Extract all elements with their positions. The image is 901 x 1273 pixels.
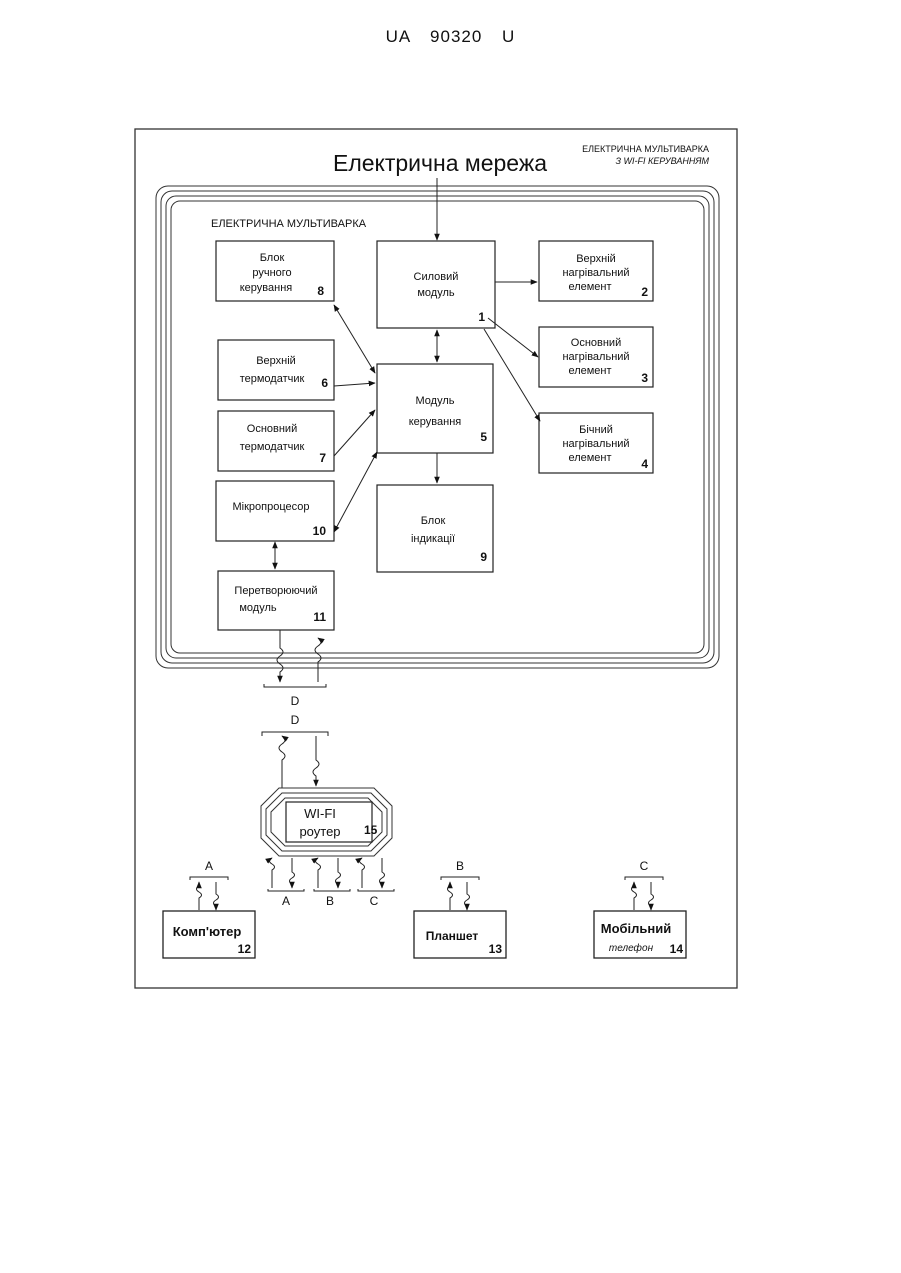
svg-text:елемент: елемент [568, 452, 611, 464]
svg-text:Перетворюючий: Перетворюючий [234, 585, 317, 597]
computer-link-label: A [205, 859, 213, 873]
phone-antenna [625, 877, 663, 910]
link-label-d-bottom: D [291, 713, 300, 727]
svg-text:Мобільний: Мобільний [601, 921, 672, 936]
svg-text:2: 2 [641, 285, 648, 299]
tablet-link-label: B [456, 859, 464, 873]
svg-text:Мікропроцесор: Мікропроцесор [233, 501, 310, 513]
svg-text:Силовий: Силовий [414, 271, 459, 283]
multicooker-label: ЕЛЕКТРИЧНА МУЛЬТИВАРКА [211, 218, 367, 230]
block-converter: Перетворюючий модуль 11 [218, 571, 334, 630]
svg-text:WI-FI: WI-FI [304, 806, 336, 821]
svg-text:модуль: модуль [239, 602, 277, 614]
svg-text:14: 14 [670, 942, 684, 956]
svg-text:4: 4 [641, 457, 648, 471]
svg-text:3: 3 [641, 371, 648, 385]
svg-text:Основний: Основний [571, 337, 621, 349]
link-label-d-top: D [291, 694, 300, 708]
block-main-sensor: Основний термодатчик 7 [218, 411, 334, 471]
svg-text:телефон: телефон [609, 942, 654, 954]
computer-antenna [190, 877, 228, 910]
svg-text:6: 6 [321, 376, 328, 390]
svg-text:роутер: роутер [299, 824, 340, 839]
figure-title-line1: ЕЛЕКТРИЧНА МУЛЬТИВАРКА [582, 144, 709, 154]
block-power-module: Силовий модуль 1 [377, 241, 495, 328]
svg-text:керування: керування [240, 282, 293, 294]
router-link-b: B [326, 894, 334, 908]
svg-text:1: 1 [478, 310, 485, 324]
wifi-router: WI-FI роутер 15 [261, 788, 392, 856]
svg-text:елемент: елемент [568, 281, 611, 293]
svg-text:елемент: елемент [568, 365, 611, 377]
svg-text:Модуль: Модуль [416, 395, 455, 407]
wireless-link-router [262, 732, 328, 788]
svg-text:модуль: модуль [417, 287, 455, 299]
svg-text:10: 10 [313, 524, 327, 538]
svg-text:Верхній: Верхній [576, 253, 616, 265]
svg-text:Верхній: Верхній [256, 355, 296, 367]
svg-text:Бічний: Бічний [579, 424, 613, 436]
router-link-a: A [282, 894, 290, 908]
svg-text:термодатчик: термодатчик [240, 373, 305, 385]
svg-text:керування: керування [409, 416, 462, 428]
figure-title-line2: З WI-FI КЕРУВАННЯМ [615, 156, 709, 166]
router-antennas [268, 858, 394, 891]
svg-text:ручного: ручного [252, 267, 291, 279]
block-side-heater: Бічний нагрівальний елемент 4 [539, 413, 653, 473]
phone-link-label: C [640, 859, 649, 873]
svg-text:нагрівальний: нагрівальний [562, 438, 629, 450]
router-link-c: C [370, 894, 379, 908]
block-mobile-phone: Мобільний телефон 14 [594, 911, 686, 958]
svg-text:Комп'ютер: Комп'ютер [173, 924, 242, 939]
svg-text:термодатчик: термодатчик [240, 441, 305, 453]
block-control-module: Модуль керування 5 [377, 364, 493, 453]
svg-text:Блок: Блок [260, 252, 285, 264]
block-computer: Комп'ютер 12 [163, 911, 255, 958]
block-microprocessor: Мікропроцесор 10 [216, 481, 334, 541]
block-upper-sensor: Верхній термодатчик 6 [218, 340, 334, 400]
block-main-heater: Основний нагрівальний елемент 3 [539, 327, 653, 387]
svg-text:індикації: індикації [411, 533, 455, 545]
power-grid-label: Електрична мережа [333, 150, 547, 176]
svg-text:12: 12 [238, 942, 252, 956]
tablet-antenna [441, 877, 479, 910]
svg-text:7: 7 [319, 451, 326, 465]
svg-text:15: 15 [364, 823, 378, 837]
svg-text:8: 8 [317, 284, 324, 298]
svg-text:Блок: Блок [421, 515, 446, 527]
svg-text:нагрівальний: нагрівальний [562, 351, 629, 363]
block-tablet: Планшет 13 [414, 911, 506, 958]
block-indication: Блок індикації 9 [377, 485, 493, 572]
svg-text:5: 5 [480, 430, 487, 444]
svg-text:9: 9 [480, 550, 487, 564]
svg-text:13: 13 [489, 942, 503, 956]
svg-text:нагрівальний: нагрівальний [562, 267, 629, 279]
svg-text:Планшет: Планшет [426, 929, 479, 943]
block-manual-control: Блок ручного керування 8 [216, 241, 334, 301]
svg-text:Основний: Основний [247, 423, 297, 435]
svg-text:11: 11 [313, 610, 326, 624]
block-upper-heater: Верхній нагрівальний елемент 2 [539, 241, 653, 301]
